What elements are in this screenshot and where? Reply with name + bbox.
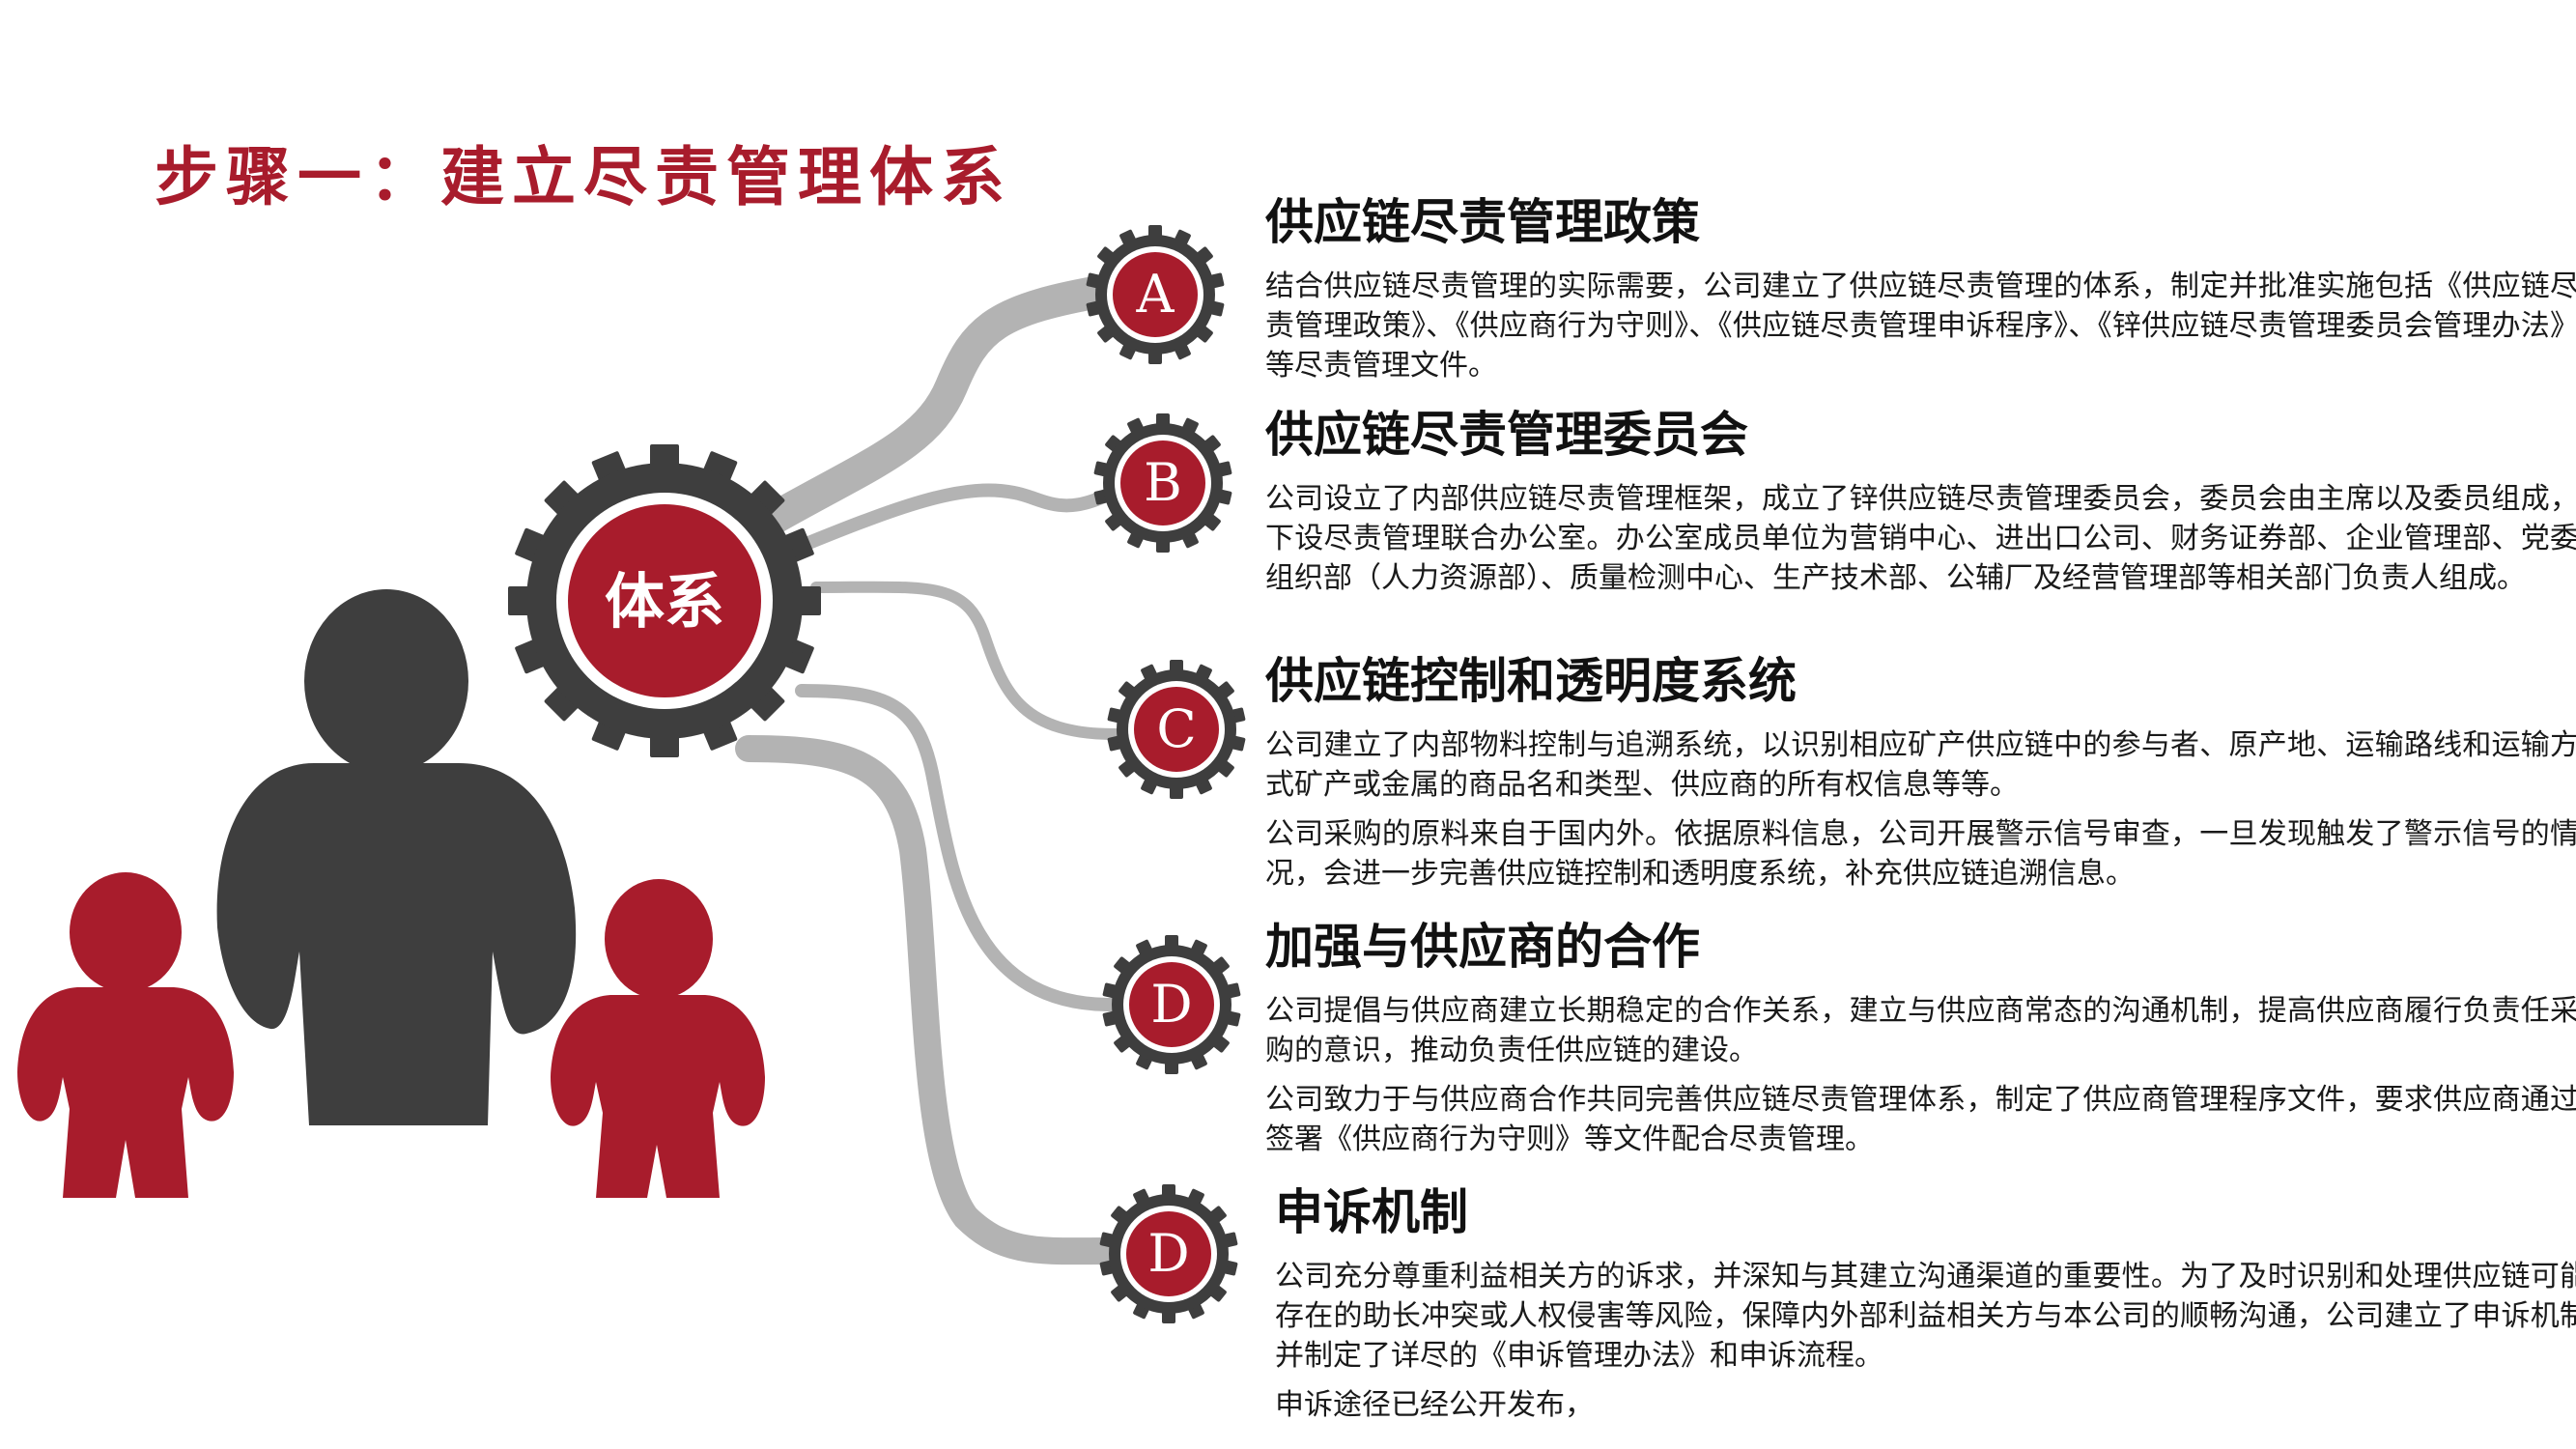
section-paragraph: 公司采购的原料来自于国内外。依据原料信息，公司开展警示信号审查，一旦发现触发了警… [1265,817,2576,891]
connector-lines [735,273,1127,1265]
badge-letter-d1: D [1150,974,1192,1035]
section-paragraph: 公司充分尊重利益相关方的诉求，并深知与其建立沟通渠道的重要性。为了及时识别和处理… [1275,1260,2576,1373]
section-supplier-cooperation: 加强与供应商的合作 公司提倡与供应商建立长期稳定的合作关系，建立与供应商常态的沟… [1265,908,2576,1169]
section-paragraph: 公司设立了内部供应链尽责管理框架，成立了锌供应链尽责管理委员会，委员会由主席以及… [1265,482,2576,595]
connector-d2 [735,735,1124,1265]
section-policy: 供应链尽责管理政策 结合供应链尽责管理的实际需要，公司建立了供应链尽责管理的体系… [1265,184,2576,395]
section-heading: 供应链尽责管理委员会 [1265,407,1748,463]
hub-gear: 体系 [508,444,821,757]
badge-letter-c: C [1156,698,1196,759]
section-heading: 供应链尽责管理政策 [1265,194,1700,250]
small-person-left-icon [17,872,234,1198]
badge-letter-a: A [1136,264,1175,325]
connector-d1 [795,684,1118,1011]
section-paragraph: 结合供应链尽责管理的实际需要，公司建立了供应链尽责管理的体系，制定并批准实施包括… [1265,270,2576,383]
badge-letter-b: B [1144,452,1182,513]
section-paragraph: 申诉途径已经公开发布， [1275,1388,1594,1422]
section-paragraph: 公司致力于与供应商合作共同完善供应链尽责管理体系，制定了供应商管理程序文件，要求… [1265,1083,2576,1156]
badge-letter-d2: D [1147,1223,1189,1284]
section-committee: 供应链尽责管理委员会 公司设立了内部供应链尽责管理框架，成立了锌供应链尽责管理委… [1265,396,2576,608]
page-title: 步骤一：建立尽责管理体系 [155,140,1012,214]
section-control-system: 供应链控制和透明度系统 公司建立了内部物料控制与追溯系统，以识别相应矿产供应链中… [1265,642,2576,903]
connector-a [751,273,1127,538]
section-grievance-mechanism: 申诉机制 公司充分尊重利益相关方的诉求，并深知与其建立沟通渠道的重要性。为了及时… [1275,1174,2576,1435]
section-paragraph: 公司提倡与供应商建立长期稳定的合作关系，建立与供应商常态的沟通机制，提高供应商履… [1265,994,2576,1067]
large-person-icon [216,589,577,1125]
badge-gear-c: C [1107,660,1246,799]
section-paragraph: 公司建立了内部物料控制与追溯系统，以识别相应矿产供应链中的参与者、原产地、运输路… [1265,728,2576,802]
small-person-right-icon [551,879,765,1198]
section-heading: 申诉机制 [1275,1184,1468,1240]
badge-gear-d2: D [1099,1184,1238,1323]
hub-label: 体系 [605,566,724,637]
badge-gear-b: B [1093,413,1232,553]
section-heading: 供应链控制和透明度系统 [1265,653,1797,709]
connector-c [810,581,1121,740]
connector-b [795,481,1127,553]
badge-gear-a: A [1086,225,1225,364]
badge-gear-d1: D [1102,935,1241,1074]
section-heading: 加强与供应商的合作 [1265,919,1700,975]
